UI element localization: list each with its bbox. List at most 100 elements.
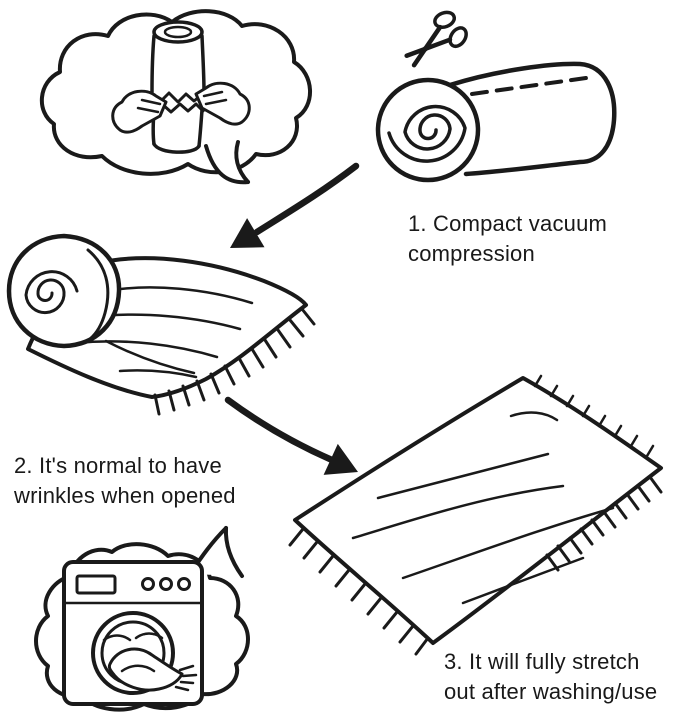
- roll-spiral: [24, 270, 79, 315]
- fringe-tassel: [209, 372, 221, 395]
- scissors-pivot: [422, 46, 428, 52]
- arrow-step2-to-step3: [224, 396, 358, 475]
- washing-machine-bubble-illustration: [34, 526, 250, 712]
- compressed-roll-illustration: [375, 61, 617, 183]
- fringe-tassel: [153, 393, 161, 416]
- wrinkle-line: [74, 340, 219, 359]
- wrinkle-line: [351, 484, 565, 540]
- scissors-icon: [404, 10, 468, 68]
- bubble-tail-fill: [206, 142, 248, 183]
- wrinkled-blanket-illustration: [6, 233, 316, 416]
- blanket-in-door: [107, 647, 184, 692]
- machine-knob: [159, 577, 173, 591]
- scissors-handle: [448, 26, 468, 49]
- fringe-tassel: [195, 379, 206, 402]
- fringe-tassel: [288, 318, 305, 338]
- package-side: [200, 34, 206, 94]
- fringe-tassel: [648, 475, 663, 494]
- caption-line: wrinkles when opened: [14, 482, 236, 508]
- machine-knob: [141, 577, 155, 591]
- scissors-blade: [411, 24, 443, 68]
- vacuum-package: [150, 20, 206, 154]
- fringe-tick: [565, 394, 575, 408]
- fringe-tassel: [556, 544, 571, 563]
- fringe-tassel: [613, 501, 628, 520]
- caption-line: compression: [408, 240, 535, 266]
- hand-shape: [194, 81, 251, 126]
- fringe-tassel: [167, 389, 176, 412]
- fringe-bottom-left: [288, 527, 430, 656]
- fringe-tassel: [579, 527, 594, 546]
- finger-line: [202, 90, 224, 98]
- step1-caption: 1. Compact vacuum compression: [408, 209, 607, 268]
- wash-wave: [102, 634, 132, 642]
- fringe-tassel: [590, 518, 605, 537]
- wrinkle-line: [118, 369, 198, 379]
- package-side: [197, 108, 204, 148]
- fringe-right-edge: [545, 475, 663, 572]
- fringe-tassel: [223, 364, 236, 386]
- fringe-tick: [613, 424, 623, 438]
- left-hand: [111, 89, 168, 134]
- fringe-tick: [597, 414, 607, 428]
- fringe-tick: [549, 384, 559, 398]
- caption-line: 1. Compact vacuum: [408, 211, 608, 236]
- fringe-tassel: [414, 636, 430, 656]
- wrinkle-line: [509, 411, 559, 422]
- caption-line: 2. It's normal to have: [14, 453, 222, 478]
- blanket-fold-line: [120, 664, 156, 673]
- finger-line: [140, 98, 162, 106]
- fringe-tassel: [302, 540, 319, 560]
- wrinkle-line: [461, 556, 585, 605]
- flat-blanket-illustration: [288, 374, 663, 656]
- fringe-tassel: [181, 673, 198, 678]
- roll-body: [447, 61, 617, 177]
- blanket-fringe: [153, 307, 316, 416]
- package-roll-layer: [163, 25, 193, 39]
- arrow-head: [230, 218, 265, 248]
- wash-wave: [134, 632, 164, 640]
- fringe-tassel: [181, 384, 191, 407]
- roll-spiral: [387, 104, 467, 163]
- wrinkle-line: [401, 506, 615, 580]
- wrinkle-line: [376, 452, 550, 500]
- fringe-tassel: [318, 554, 335, 574]
- package-side: [150, 34, 156, 94]
- fringe-tick: [629, 434, 639, 448]
- fringe-tassel: [334, 568, 351, 588]
- fringe-tassel: [250, 347, 265, 369]
- fringe-tassel: [602, 510, 617, 529]
- fringe-tassel: [237, 356, 251, 378]
- opening-package-bubble-illustration: [39, 9, 312, 185]
- step2-caption: 2. It's normal to have wrinkles when ope…: [14, 451, 236, 510]
- scissors-handle: [433, 10, 457, 29]
- wrinkle-lines: [351, 411, 615, 605]
- blanket-outline: [293, 376, 663, 645]
- washing-machine: [62, 560, 204, 706]
- arrow-shaft: [224, 396, 336, 464]
- fringe-tassel: [263, 338, 278, 359]
- arrow-head: [323, 443, 358, 475]
- fringe-tassel: [382, 610, 399, 630]
- fringe-tassel: [276, 328, 292, 349]
- machine-display: [75, 574, 117, 595]
- right-hand: [194, 81, 251, 126]
- bubble-tail-fill: [190, 528, 242, 576]
- fringe-tassel: [568, 536, 583, 555]
- arrow-shaft: [253, 162, 360, 236]
- fringe-tassel: [174, 685, 190, 692]
- fringe-tassel: [625, 492, 640, 511]
- machine-knob: [177, 577, 191, 591]
- dashed-cut-line: [470, 76, 588, 96]
- sheet-fold-line: [104, 339, 196, 375]
- caption-line: 3. It will fully stretch: [444, 649, 640, 674]
- fringe-tassel: [288, 527, 305, 547]
- fringe-tassel: [545, 553, 560, 572]
- finger-line: [136, 106, 160, 114]
- scissors-shape: [404, 10, 468, 68]
- fringe-tassel: [398, 624, 415, 644]
- step3-caption: 3. It will fully stretch out after washi…: [444, 647, 657, 706]
- package-bottom: [152, 142, 201, 154]
- fringe-tick: [645, 444, 655, 458]
